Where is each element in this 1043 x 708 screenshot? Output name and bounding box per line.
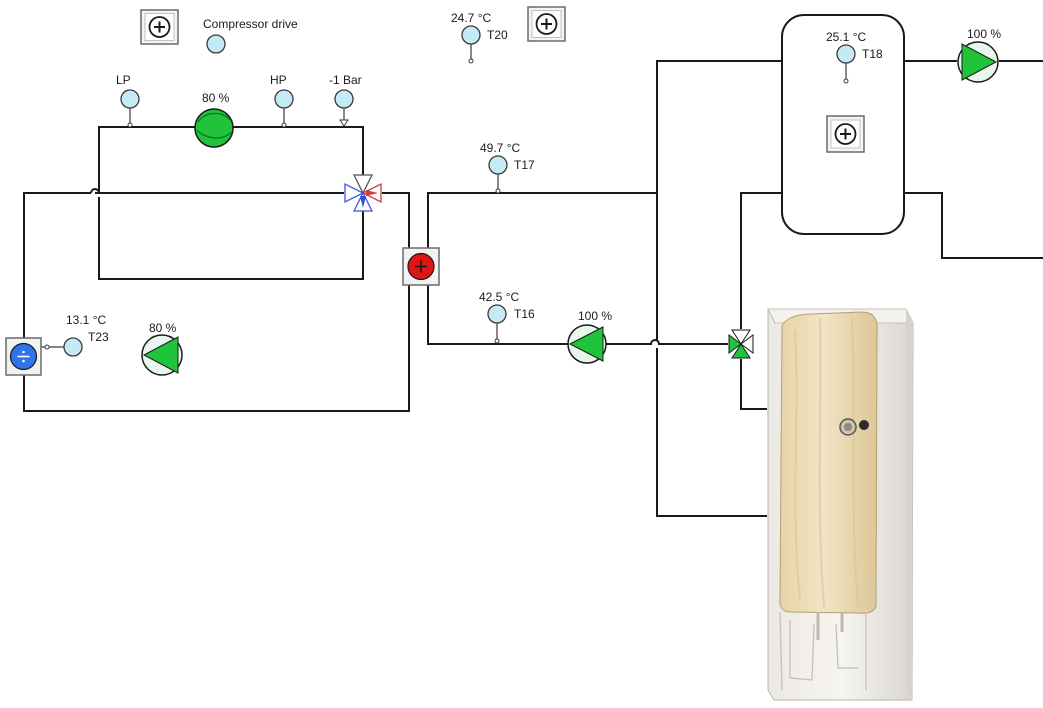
pipe-tank-return: [904, 193, 1043, 258]
sensor-tip: [495, 339, 499, 343]
pressure-label: -1 Bar: [329, 73, 362, 87]
evaporator-dot-top: [22, 351, 25, 354]
add-button-tank[interactable]: [827, 116, 864, 152]
compressor-speed: 80 %: [202, 91, 229, 105]
sensor-t17[interactable]: [489, 156, 507, 193]
sensor-compressor-drive[interactable]: [207, 35, 225, 53]
sensor-icon: [489, 156, 507, 174]
t16-value: 42.5 °C: [479, 290, 519, 304]
t18-value: 25.1 °C: [826, 30, 866, 44]
three-way-valve[interactable]: [729, 330, 753, 358]
sensor-icon: [207, 35, 225, 53]
sensor-lp[interactable]: [121, 90, 139, 127]
sensor-t20[interactable]: [462, 26, 480, 63]
brine-pump-speed: 80 %: [149, 321, 176, 335]
hp-label: HP: [270, 73, 287, 87]
t23-value: 13.1 °C: [66, 313, 106, 327]
sensor-icon: [64, 338, 82, 356]
add-button-compressor[interactable]: [141, 10, 178, 44]
pump-heating[interactable]: [568, 325, 606, 363]
t23-id: T23: [88, 330, 109, 344]
heat-pump-cabinet: [768, 309, 913, 700]
pipe-supply-t17: [422, 193, 657, 256]
t16-id: T16: [514, 307, 535, 321]
pump-brine[interactable]: [142, 335, 182, 375]
compressor-icon: [195, 109, 233, 147]
t18-id: T18: [862, 47, 883, 61]
sensor-tip: [128, 123, 132, 127]
sensor-tip: [469, 59, 473, 63]
t17-id: T17: [514, 158, 535, 172]
sensor-icon: [121, 90, 139, 108]
cabinet-side: [906, 309, 913, 700]
condenser[interactable]: [403, 248, 439, 285]
evaporator-dot-bottom: [22, 360, 25, 363]
heat-pump-cabinet-icon: [780, 312, 877, 613]
sensor-t23[interactable]: [40, 338, 82, 356]
compressor-drive-label: Compressor drive: [203, 17, 298, 31]
sensor-tip: [282, 123, 286, 127]
pipe-brine: [24, 193, 409, 411]
evaporator[interactable]: [6, 338, 41, 375]
tank-port-inner: [844, 423, 852, 431]
t20-id: T20: [487, 28, 508, 42]
add-button-t20[interactable]: [528, 7, 565, 41]
tank-pump-speed: 100 %: [967, 27, 1001, 41]
sensor-icon: [462, 26, 480, 44]
sensor-tip: [496, 189, 500, 193]
t20-value: 24.7 °C: [451, 11, 491, 25]
heating-pump-speed: 100 %: [578, 309, 612, 323]
compressor[interactable]: [195, 109, 233, 147]
pump-tank-out[interactable]: [958, 42, 998, 82]
pipe-to-tank: [657, 61, 782, 193]
sensor-icon: [837, 45, 855, 63]
pipe-vertical-main: [657, 193, 767, 516]
sensor-icon: [275, 90, 293, 108]
tank-port-side: [859, 420, 869, 430]
pipe-valve-down: [741, 359, 767, 409]
sensor-t16[interactable]: [488, 305, 506, 343]
t17-value: 49.7 °C: [480, 141, 520, 155]
sensor-pressure[interactable]: [335, 90, 353, 126]
sensor-arrow-down: [340, 120, 348, 126]
sensor-icon: [335, 90, 353, 108]
sensor-tip: [45, 345, 49, 349]
lp-label: LP: [116, 73, 131, 87]
sensor-tip: [844, 79, 848, 83]
sensor-hp[interactable]: [275, 90, 293, 127]
pipe-refrigerant-bottom: [99, 197, 363, 279]
sensor-icon: [488, 305, 506, 323]
four-way-valve[interactable]: [345, 175, 381, 211]
